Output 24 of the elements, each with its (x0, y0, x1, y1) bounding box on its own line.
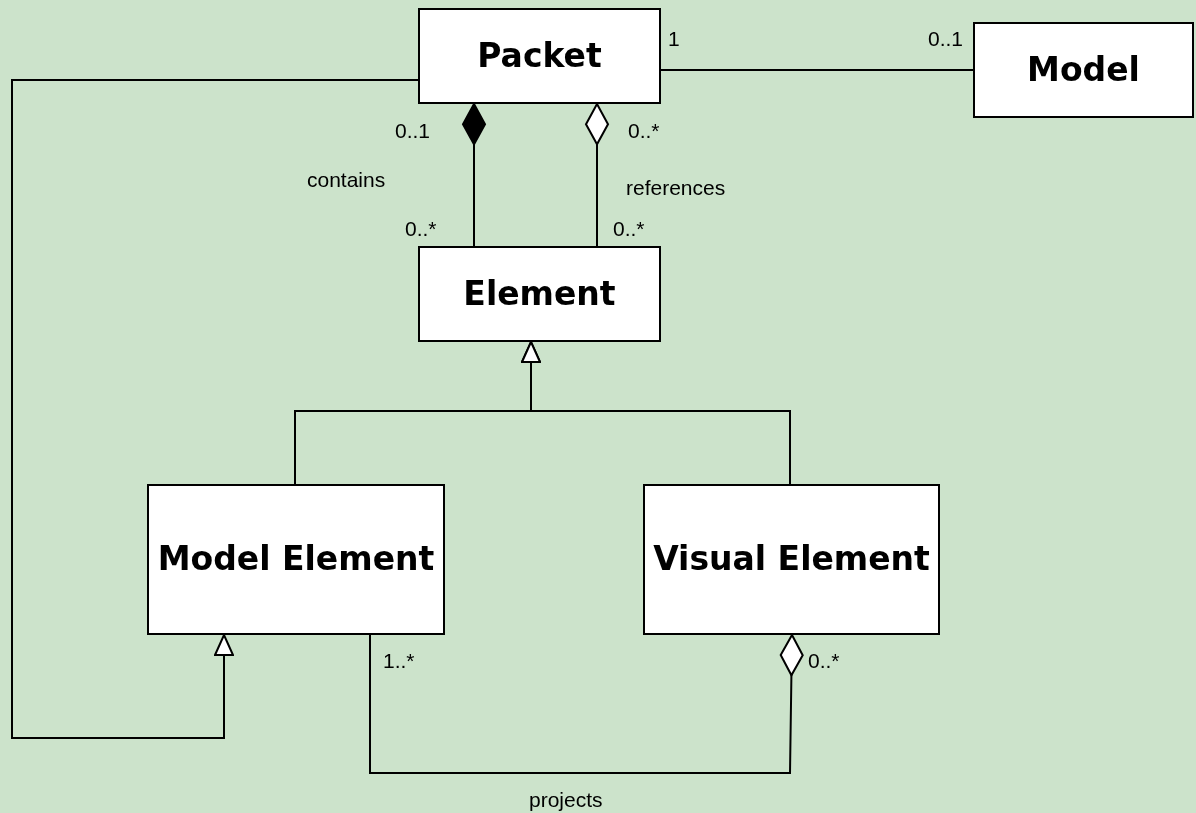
multiplicity-label: 0..* (405, 218, 437, 239)
class-box (643, 484, 940, 635)
class-box (418, 246, 661, 342)
multiplicity-label: 0..* (613, 218, 645, 239)
aggregation-line (369, 634, 804, 774)
aggregation-line (585, 103, 609, 247)
composition-line (462, 103, 486, 247)
class-name: Model Element (157, 541, 435, 578)
class-name: Model (1027, 51, 1140, 89)
generalization-arrow (11, 79, 419, 739)
multiplicity-label: 0..* (808, 650, 840, 671)
multiplicity-label: 0..* (628, 120, 660, 141)
class-name: Element (463, 275, 616, 313)
class-box (147, 484, 445, 635)
association-line (660, 69, 974, 71)
multiplicity-label: 0..1 (928, 28, 964, 49)
class-box (418, 8, 661, 104)
class-name: Packet (477, 37, 602, 75)
multiplicity-label: 0..1 (395, 120, 431, 141)
multiplicity-label: 1 (668, 28, 680, 49)
generalization-arrow (521, 341, 791, 485)
class-box (973, 22, 1194, 118)
multiplicity-label: 1..* (383, 650, 415, 671)
class-name: Visual Element (653, 541, 930, 578)
